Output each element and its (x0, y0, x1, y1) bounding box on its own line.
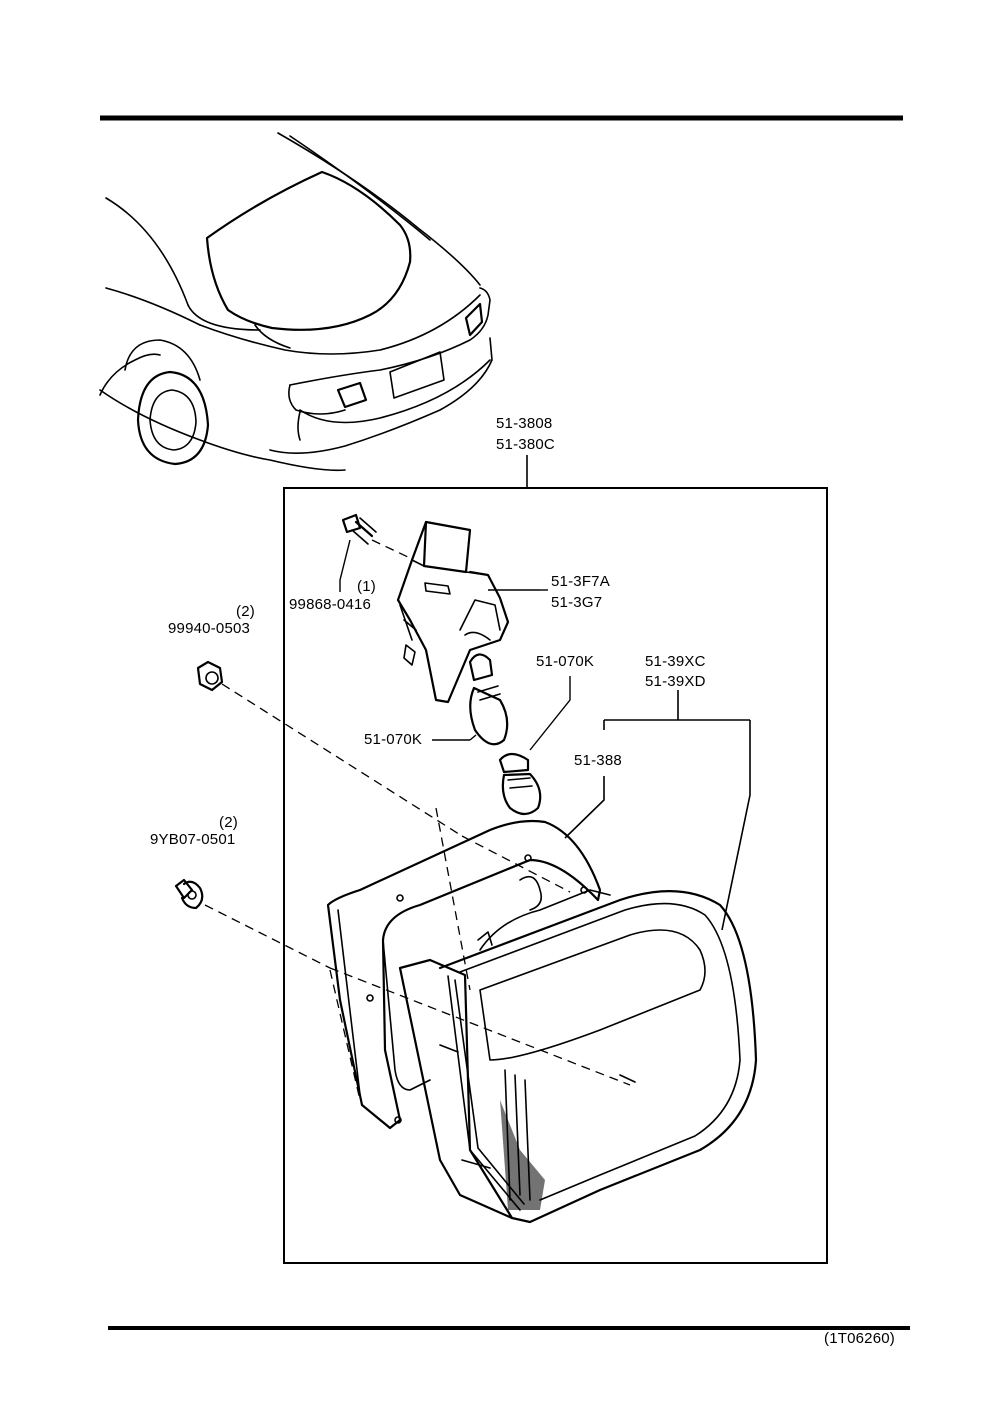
lens-label-b: 51-39XD (645, 673, 706, 690)
car-rear-illustration (99, 132, 493, 472)
nut-part (196, 660, 224, 692)
gasket-leader (564, 776, 605, 839)
clip-part (174, 878, 204, 910)
assembly-label-b: 51-380C (496, 436, 555, 453)
screw-quantity-label: (1) (357, 578, 376, 595)
lens-bracket-leader (603, 690, 751, 931)
upper-bulb (432, 653, 509, 746)
clip-quantity-label: (2) (219, 814, 238, 831)
bulb-label-upper: 51-070K (364, 731, 423, 748)
bulb-label-lower: 51-070K (536, 653, 595, 670)
assembly-label-a: 51-3808 (496, 415, 553, 432)
screw-part (339, 513, 411, 592)
clip-part-label: 9YB07-0501 (150, 831, 236, 848)
socket-label-a: 51-3F7A (551, 573, 610, 590)
gasket-label: 51-388 (574, 752, 622, 769)
figure-code: (1T06260) (824, 1330, 896, 1347)
lower-bulb (498, 676, 571, 816)
lens-label-a: 51-39XC (645, 653, 706, 670)
assembly-outline-box (283, 487, 828, 1264)
bulb-socket-housing (396, 520, 548, 704)
screw-part-label: 99868-0416 (289, 596, 372, 613)
nut-part-label: 99940-0503 (168, 620, 251, 637)
lens-assembly-part (398, 875, 758, 1224)
socket-label-b: 51-3G7 (551, 594, 603, 611)
gasket-part (326, 819, 602, 1130)
nut-quantity-label: (2) (236, 603, 255, 620)
